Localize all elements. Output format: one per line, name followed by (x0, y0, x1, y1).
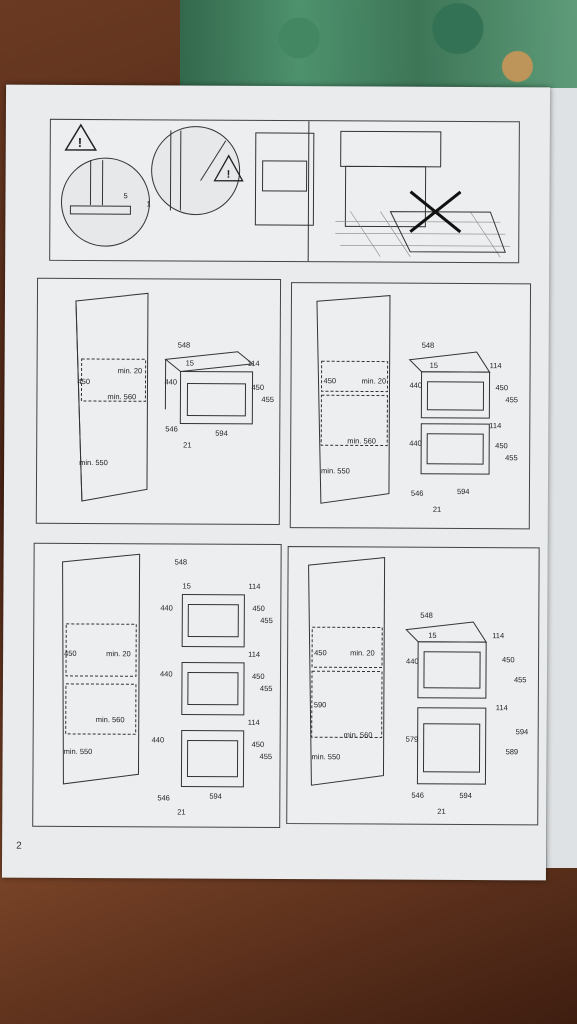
dim-440-top: 440 (409, 381, 422, 390)
min-clearance-label: min. 20 (118, 366, 143, 375)
dim-440: 440 (165, 377, 178, 386)
min-depth-label: min. 550 (312, 752, 341, 761)
oven-front-drawing (254, 132, 315, 226)
dim-440-bottom: 440 (152, 735, 165, 744)
dim-594: 594 (209, 792, 222, 801)
detail-circle-left (60, 157, 150, 247)
dim-579: 579 (406, 735, 419, 744)
cabinet-drawing (75, 292, 149, 502)
dim-15: 15 (182, 582, 190, 591)
min-width-label: min. 560 (344, 730, 373, 739)
dim-450-bottom: 450 (252, 740, 265, 749)
warning-triangle-icon: ! (64, 123, 98, 151)
warning-panel: ! 5 1 ! (49, 118, 520, 264)
installation-panel-2: 450 min. 20 min. 560 min. 550 548 15 440… (289, 282, 532, 530)
oven-drawing (180, 594, 245, 788)
dim-455: 455 (261, 395, 274, 404)
dim-455-middle: 455 (260, 684, 273, 693)
dim-594: 594 (459, 791, 472, 800)
detail-circle-right (151, 126, 241, 216)
dim-450-bottom: 450 (495, 441, 508, 450)
installation-panel-3: 450 min. 20 min. 560 min. 550 548 15 440… (32, 542, 282, 829)
tablecloth (180, 0, 577, 95)
oven-top-drawing (340, 130, 442, 168)
dim-440-bottom: 440 (409, 439, 422, 448)
svg-text:!: ! (227, 169, 231, 181)
dim-546: 546 (411, 791, 424, 800)
min-clearance-label: min. 20 (106, 649, 131, 658)
svg-text:!: ! (78, 135, 82, 150)
cabinet-height-label: 450 (324, 376, 337, 385)
dim-450: 450 (251, 383, 264, 392)
warning-illustration: ! 5 1 ! (60, 121, 511, 262)
dim-21: 21 (177, 807, 185, 816)
dim-21: 21 (433, 505, 441, 514)
page-number: 2 (16, 840, 22, 852)
dim-594: 594 (457, 487, 470, 496)
dim-455-top: 455 (260, 616, 273, 625)
dim-5: 5 (123, 191, 127, 200)
dim-21: 21 (183, 441, 191, 450)
min-depth-label: min. 550 (79, 458, 108, 467)
dim-15: 15 (430, 361, 438, 370)
min-depth-label: min. 550 (64, 747, 93, 756)
dim-440-middle: 440 (160, 669, 173, 678)
cabinet-height-label: 450 (314, 648, 327, 657)
dim-440-top: 440 (160, 603, 173, 612)
depth-548: 548 (422, 341, 435, 350)
dim-440: 440 (406, 657, 419, 666)
depth-548: 548 (420, 611, 433, 620)
dim-455-bottom: 455 (260, 752, 273, 761)
depth-548: 548 (175, 557, 188, 566)
oven-drawing (408, 351, 491, 475)
cabinet-drawing (316, 295, 391, 504)
dim-589: 589 (506, 747, 519, 756)
cabinet-drawing (62, 553, 141, 785)
dim-114-middle: 114 (248, 650, 260, 659)
dim-15: 15 (428, 631, 436, 640)
min-depth-label: min. 550 (321, 466, 350, 475)
oven-drawing (405, 621, 488, 785)
dim-114-bottom: 114 (489, 421, 501, 430)
dim-114-top: 114 (248, 582, 260, 591)
dim-450-top: 450 (495, 383, 508, 392)
cabinet-height-590-label: 590 (314, 700, 327, 709)
dim-546: 546 (165, 424, 178, 433)
dim-546: 546 (411, 489, 424, 498)
dim-455-bottom: 455 (505, 453, 518, 462)
dim-114-bottom: 114 (248, 718, 260, 727)
manual-page: ! 5 1 ! (1, 84, 551, 881)
dim-450-top: 450 (252, 604, 265, 613)
prohibited-cross-icon (409, 190, 462, 234)
cabinet-height-label: 450 (78, 377, 91, 386)
dim-114-bottom: 114 (496, 703, 508, 712)
dim-21: 21 (437, 807, 445, 816)
dim-455: 455 (514, 675, 527, 684)
dim-450-middle: 450 (252, 672, 265, 681)
dim-594-vertical: 594 (516, 727, 529, 736)
min-width-label: min. 560 (347, 436, 376, 445)
dim-594: 594 (215, 429, 228, 438)
installation-panel-1: 450 min. 20 min. 560 min. 550 548 15 440… (35, 277, 282, 526)
min-width-label: min. 560 (107, 392, 136, 401)
min-clearance-label: min. 20 (362, 376, 387, 385)
depth-548: 548 (178, 340, 191, 349)
min-clearance-label: min. 20 (350, 648, 375, 657)
dim-114: 114 (248, 359, 260, 368)
cabinet-drawing (308, 557, 386, 786)
warning-triangle-icon: ! (213, 154, 244, 182)
min-width-label: min. 560 (96, 715, 125, 724)
dim-1: 1 (146, 199, 150, 208)
oven-drawing (164, 351, 254, 425)
cabinet-height-label: 450 (64, 649, 77, 658)
dim-455-top: 455 (505, 395, 518, 404)
installation-panel-4: 450 590 min. 20 min. 560 min. 550 548 15… (286, 546, 540, 826)
dim-114-top: 114 (490, 361, 502, 370)
dim-15: 15 (186, 359, 194, 368)
dim-114-top: 114 (492, 631, 504, 640)
dim-546: 546 (157, 793, 170, 802)
next-page-edge (541, 88, 577, 868)
dim-450: 450 (502, 655, 515, 664)
